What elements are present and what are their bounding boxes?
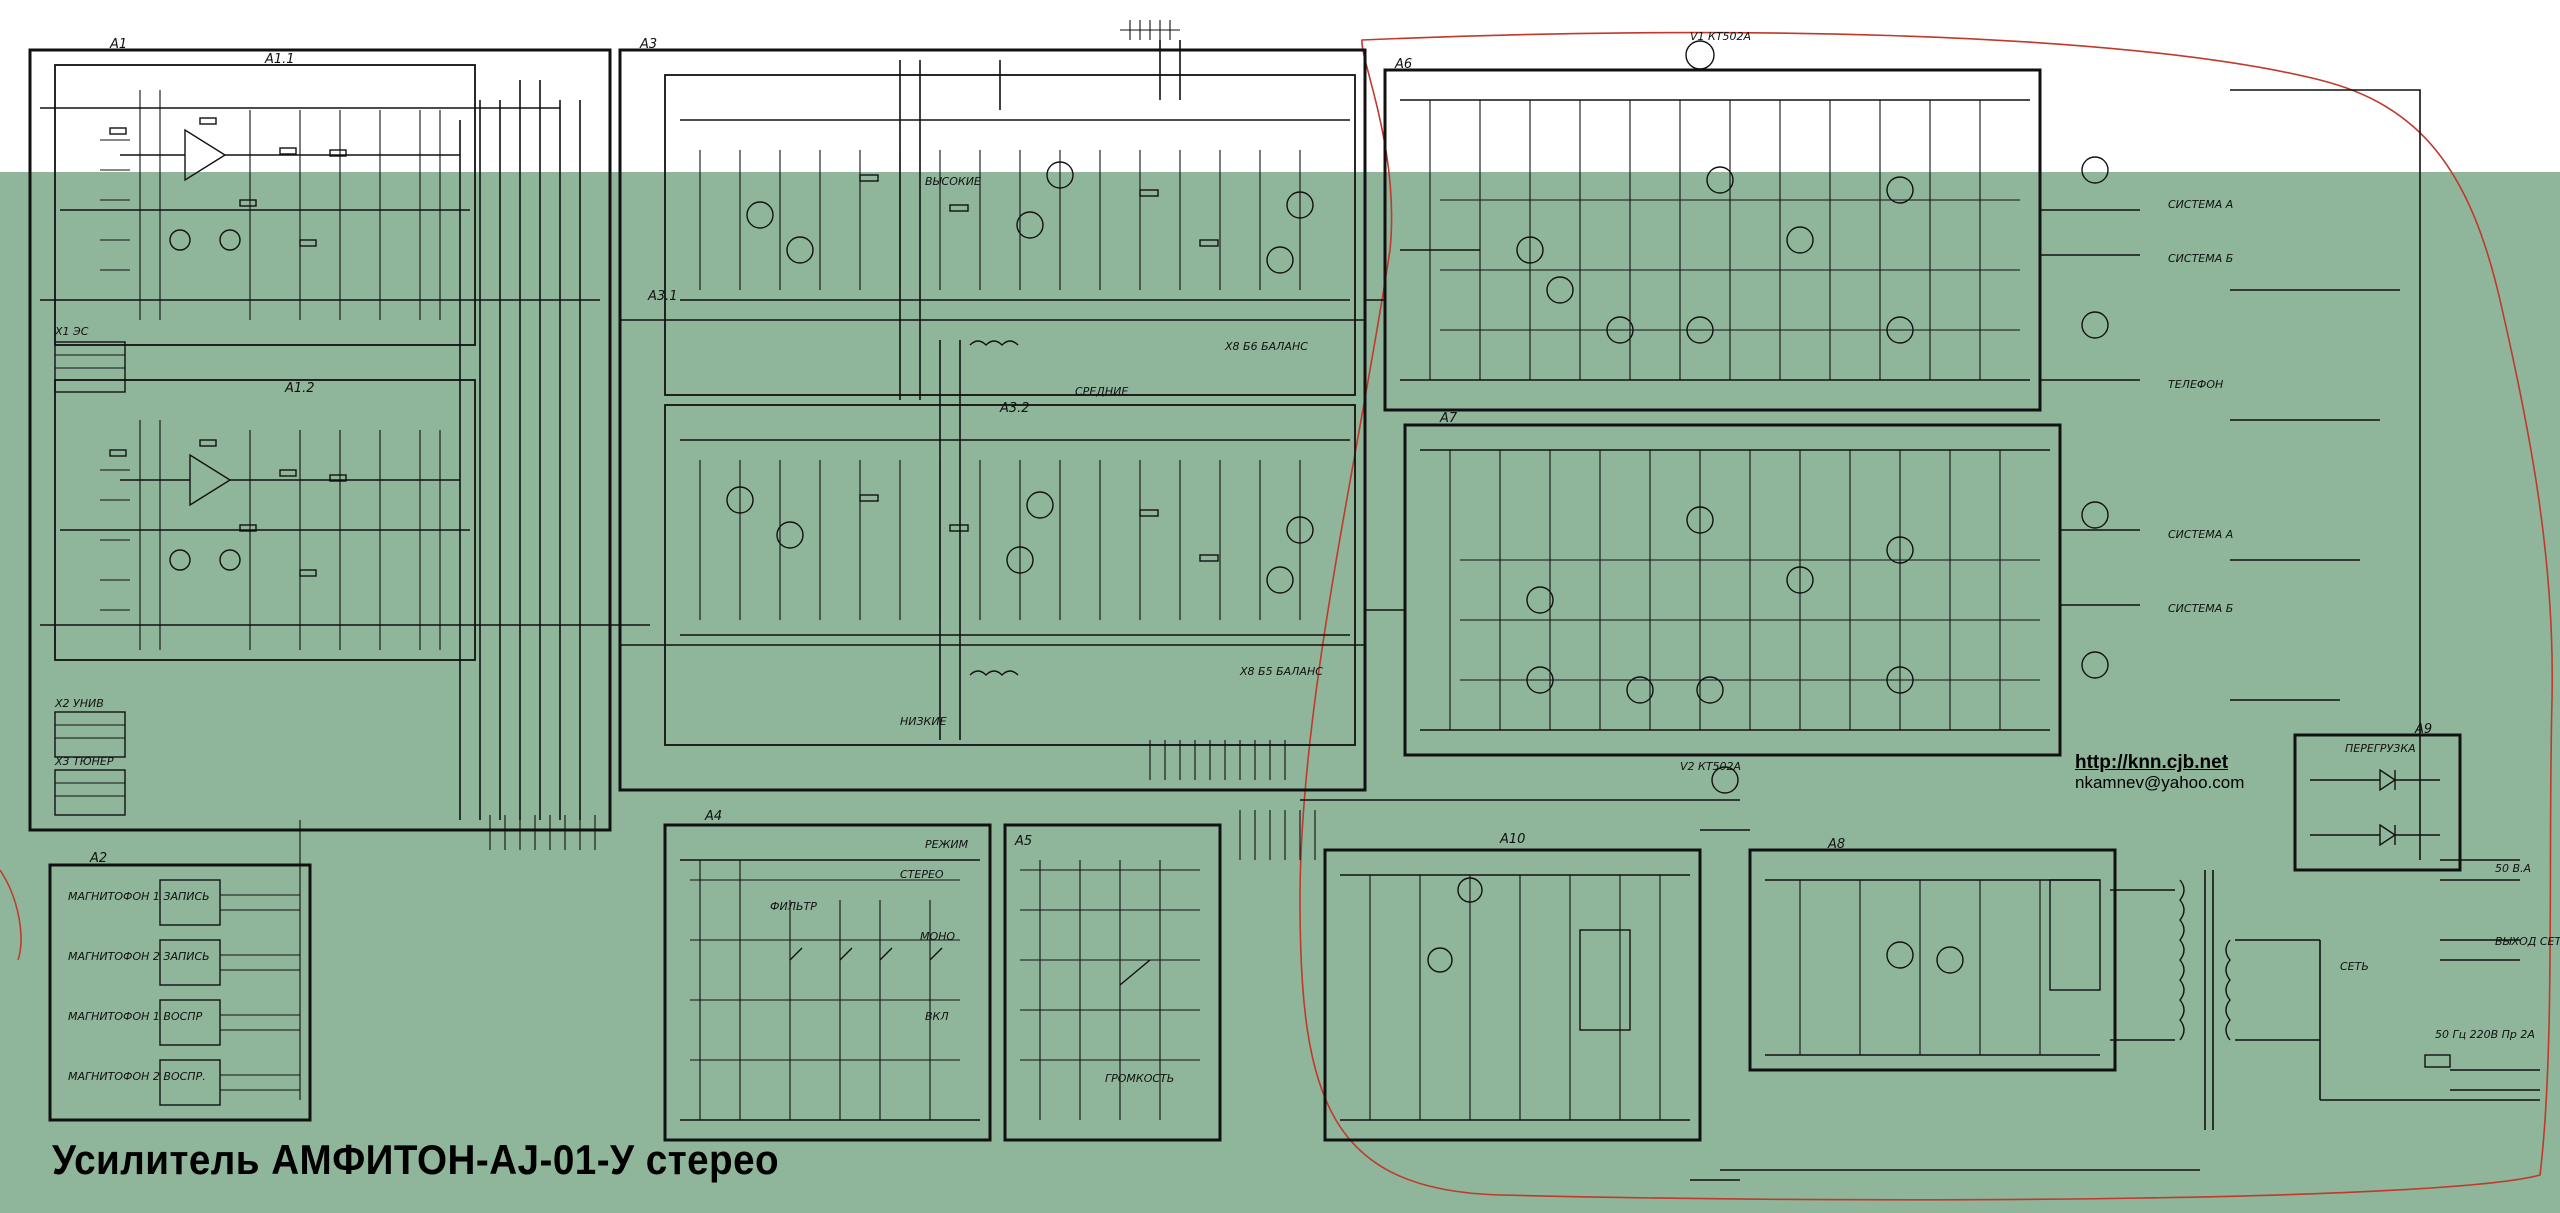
a4-switches: [680, 859, 980, 1121]
label-a8: A8: [1827, 837, 1845, 852]
label-balance-1: Х8 Б6 БАЛАНС: [1224, 340, 1308, 353]
input-x2-univ: Х2 УНИВ: [54, 697, 126, 758]
svg-text:МАГНИТОФОН 2 ВОСПР.: МАГНИТОФОН 2 ВОСПР.: [68, 1070, 206, 1083]
label-a1-1: A1.1: [264, 52, 295, 67]
label-system-b-2: СИСТЕМА Б: [2168, 602, 2233, 615]
interconnect-bus: [1300, 299, 2200, 1181]
block-a1-2: [54, 379, 476, 661]
label-a9: A9: [2414, 722, 2432, 737]
transistor-v1-top: [1685, 40, 1715, 70]
a3-transistors: [726, 161, 1314, 676]
label-a3: A3: [639, 37, 657, 52]
a2-tape-ports: МАГНИТОФОН 1 ЗАПИСЬ МАГНИТОФОН 2 ЗАПИСЬ …: [68, 820, 301, 1106]
block-a6: [1383, 68, 2042, 412]
label-phones: ТЕЛЕФОН: [2168, 378, 2223, 391]
label-a2: A2: [89, 851, 107, 866]
transistor-v2-mid: [1711, 766, 1739, 794]
label-mono: МОНО: [920, 930, 955, 943]
block-a2: [48, 863, 312, 1122]
block-a1: [28, 48, 612, 832]
label-power: 50 Гц 220В Пр 2А: [2435, 1028, 2535, 1041]
green-panel: [0, 172, 2560, 1213]
block-a10: [1323, 848, 1702, 1142]
block-a1-1: [54, 64, 476, 346]
a10-wiring: [1340, 874, 1690, 1121]
label-a3-1: A3.1: [647, 289, 678, 304]
label-loudness: ГРОМКОСТЬ: [1105, 1072, 1174, 1085]
a5-wiring: [1020, 860, 1200, 1120]
label-network: СЕТЬ: [2340, 960, 2369, 973]
label-filter: ФИЛЬТР: [770, 900, 817, 913]
label-stereo: СТЕРЕО: [900, 868, 944, 881]
red-mark-left: [0, 869, 22, 961]
a7-transistors: [1526, 501, 2109, 704]
svg-text:Х1 ЭС: Х1 ЭС: [54, 325, 89, 338]
a9-leds: [2310, 768, 2440, 847]
label-system-a-1: СИСТЕМА А: [2168, 198, 2233, 211]
svg-text:МАГНИТОФОН 1 ВОСПР: МАГНИТОФОН 1 ВОСПР: [68, 1010, 203, 1023]
label-system-b-1: СИСТЕМА Б: [2168, 252, 2233, 265]
contact-email[interactable]: nkamnev@yahoo.com: [2075, 773, 2245, 792]
red-outline: [1299, 31, 2554, 1201]
a6-transistors: [1516, 156, 2109, 344]
label-a10: A10: [1499, 832, 1525, 847]
block-a5: [1003, 823, 1222, 1142]
label-a3-2: A3.2: [999, 401, 1030, 416]
label-a6: A6: [1394, 57, 1412, 72]
block-a3: [618, 48, 1367, 792]
block-a7: [1403, 423, 2062, 757]
block-a4: [663, 823, 992, 1142]
a1-components: [109, 117, 347, 577]
label-a5: A5: [1014, 834, 1032, 849]
label-overload: ПЕРЕГРУЗКА: [2345, 742, 2416, 755]
label-v1-top: V1 КТ502А: [1690, 30, 1751, 43]
svg-text:МАГНИТОФОН 1 ЗАПИСЬ: МАГНИТОФОН 1 ЗАПИСЬ: [68, 890, 210, 903]
contact-url[interactable]: http://knn.cjb.net: [2075, 752, 2229, 773]
svg-text:МАГНИТОФОН 2 ЗАПИСЬ: МАГНИТОФОН 2 ЗАПИСЬ: [68, 950, 210, 963]
label-a7: A7: [1439, 411, 1458, 426]
top-connector-x1: [1120, 20, 1181, 100]
block-a3-1: [664, 74, 1356, 396]
svg-text:Х2 УНИВ: Х2 УНИВ: [54, 697, 104, 710]
label-out-x13: 50 В.А: [2495, 862, 2531, 875]
transformer-t1: [2110, 870, 2540, 1130]
label-a4: A4: [704, 809, 722, 824]
label-v2-mid: V2 КТ502А: [1680, 760, 1741, 773]
label-low: НИЗКИЕ: [900, 715, 947, 728]
label-balance-2: Х8 Б5 БАЛАНС: [1239, 665, 1323, 678]
label-mode: РЕЖИМ: [925, 838, 969, 851]
mains-connectors: [2424, 859, 2540, 1091]
a1-wiring: [40, 80, 650, 820]
input-x3-tuner: Х3 ТЮНЕР: [54, 755, 126, 816]
diagram-title: Усилитель АМФИТОН-AJ-01-У стерео: [52, 1136, 780, 1183]
block-a9: [2293, 733, 2462, 872]
label-mid: СРЕДНИЕ: [1075, 385, 1128, 398]
a7-wiring: [1420, 449, 2050, 731]
label-a1: A1: [109, 37, 127, 52]
a3-wiring: [620, 60, 1365, 740]
label-a1-2: A1.2: [284, 381, 315, 396]
a8-wiring: [1765, 879, 2101, 1056]
block-a3-2: [664, 404, 1356, 746]
svg-text:Х3 ТЮНЕР: Х3 ТЮНЕР: [54, 755, 114, 768]
input-x1-es: Х1 ЭС: [54, 325, 126, 393]
a6-wiring: [1400, 99, 2030, 381]
label-out-x14: ВЫХОД СЕТЬ: [2495, 935, 2560, 948]
label-system-a-2: СИСТЕМА А: [2168, 528, 2233, 541]
speaker-outputs: СИСТЕМА А СИСТЕМА Б ТЕЛЕФОН СИСТЕМА А СИ…: [2040, 89, 2421, 860]
label-high: ВЫСОКИЕ: [925, 175, 981, 188]
connector-x1-bus: [489, 815, 596, 850]
connector-x4: [1149, 740, 1316, 860]
upper-band: [0, 0, 2560, 172]
label-on: ВКЛ: [925, 1010, 949, 1023]
block-a8: [1748, 848, 2117, 1072]
